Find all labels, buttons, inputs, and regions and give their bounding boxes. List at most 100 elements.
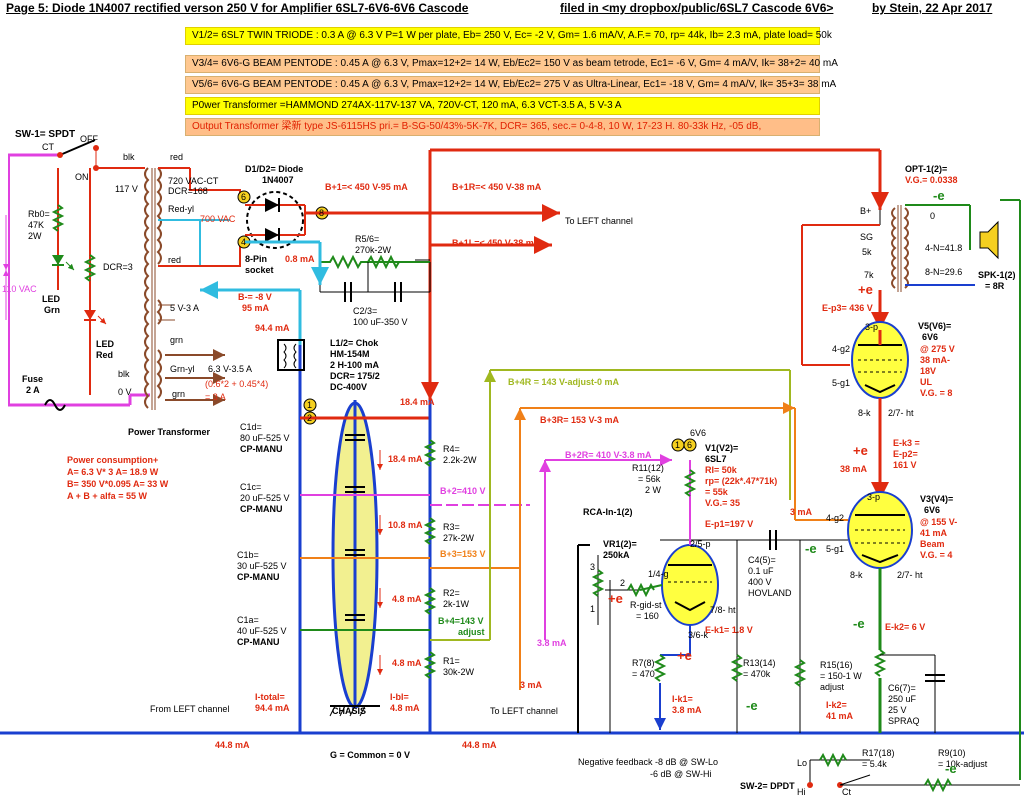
- v34-l5: Beam: [920, 539, 945, 549]
- pcons-l4: A + B + alfa = 55 W: [67, 491, 147, 501]
- opt-4n: 4-N=41.8: [925, 243, 962, 253]
- r9-l2: = 10k-adjust: [938, 759, 988, 769]
- bp3-label: B+3=153 V: [440, 549, 486, 559]
- led-green-l1: LED: [42, 294, 61, 304]
- vct-l1: 720 VAC-CT: [168, 176, 219, 186]
- c6-l3: 25 V: [888, 705, 907, 715]
- spec-v5v6: V5/6= 6V6-G BEAM PENTODE : 0.45 A @ 6.3 …: [185, 76, 836, 94]
- c1a-l3: CP-MANU: [237, 637, 280, 647]
- vr1-l1: VR1(2)=: [603, 539, 637, 549]
- heat-l2: = 3 A: [205, 392, 226, 402]
- l12-l1: L1/2= Chok: [330, 338, 379, 348]
- ma108-label: 10.8 mA: [388, 520, 423, 530]
- opt-8n: 8-N=29.6: [925, 267, 962, 277]
- v56-l1: V5(V6)=: [918, 321, 951, 331]
- opt-l2: V.G.= 0.0338: [905, 175, 957, 185]
- rca-label: RCA-In-1(2): [583, 507, 633, 517]
- c4-l1: C4(5)=: [748, 555, 776, 565]
- ma48a-label: 4.8 mA: [392, 594, 422, 604]
- c1b-l1: C1b=: [237, 550, 259, 560]
- me-ground: -e: [746, 698, 758, 713]
- blk2-label: blk: [118, 369, 130, 379]
- v1-grid: 1/4-g: [648, 569, 669, 579]
- spec-6sl7: V1/2= 6SL7 TWIN TRIODE : 0.3 A @ 6.3 V P…: [185, 27, 832, 45]
- r2-l2: 2k-1W: [443, 599, 470, 609]
- v12-l6: V.G.= 35: [705, 498, 740, 508]
- input-section: [577, 544, 663, 733]
- led-red: [84, 310, 107, 325]
- ek3-l1: E-k3 =: [893, 438, 920, 448]
- resistor-ladder: [300, 400, 437, 733]
- v34-g1: 5-g1: [826, 544, 844, 554]
- c1c-l2: 20 uF-525 V: [240, 493, 290, 503]
- dcr-resistor: [83, 254, 97, 282]
- r15-l2: = 150-1 W: [820, 671, 862, 681]
- l12-l5: DC-400V: [330, 382, 367, 392]
- pin8-l1: 8-Pin: [245, 254, 267, 264]
- c1c-l3: CP-MANU: [240, 504, 283, 514]
- pin-4: 4: [241, 237, 246, 247]
- v56-g2: 4-g2: [832, 344, 850, 354]
- me-v3-k: -e: [853, 616, 865, 631]
- to-left-1: To LEFT channel: [565, 216, 633, 226]
- v1-ht: 7/8- ht: [710, 605, 736, 615]
- ma448a-label: 44.8 mA: [215, 740, 250, 750]
- common-label: G = Common = 0 V: [330, 750, 410, 760]
- ek1-label: E-k1= 1.8 V: [705, 625, 753, 635]
- vct-l2: DCR=168: [168, 186, 208, 196]
- sw2-ct: Ct: [842, 787, 851, 795]
- opt-transformer: [801, 199, 1021, 780]
- v12-l3: RI= 50k: [705, 465, 738, 475]
- vac110-label: 110 VAC: [2, 284, 37, 294]
- v5-label: 5 V-3 A: [170, 303, 199, 313]
- v34-l1: V3(V4)=: [920, 494, 953, 504]
- ma38-label: 3.8 mA: [537, 638, 567, 648]
- v1-pin6: 6: [687, 440, 692, 450]
- ep1-label: E-p1=197 V: [705, 519, 753, 529]
- c6-l2: 250 uF: [888, 694, 917, 704]
- pin-8: 8: [319, 208, 324, 218]
- rgid-l2: = 160: [636, 611, 659, 621]
- sw1-label: SW-1= SPDT: [15, 129, 75, 140]
- c4-l4: HOVLAND: [748, 588, 792, 598]
- bp2r-label: B+2R= 410 V-3.8 mA: [565, 450, 652, 460]
- pin-6: 6: [241, 192, 246, 202]
- r7-l2: = 470: [632, 669, 655, 679]
- pin8-l2: socket: [245, 265, 274, 275]
- r56-l2: 270k-2W: [355, 245, 392, 255]
- pe-v3: +e: [853, 443, 868, 458]
- r56-l1: R5/6=: [355, 234, 379, 244]
- ibl-l2: 4.8 mA: [390, 703, 420, 713]
- pcons-l3: B= 350 V*0.095 A= 33 W: [67, 479, 169, 489]
- spec-v3v4: V3/4= 6V6-G BEAM PENTODE : 0.45 A @ 6.3 …: [185, 55, 838, 73]
- v34-ht: 2/7- ht: [897, 570, 923, 580]
- ek3-l2: E-p2=: [893, 449, 918, 459]
- ep3-label: E-p3= 436 V: [822, 303, 873, 313]
- me-v3-grid: -e: [805, 541, 817, 556]
- bp3r-label: B+3R= 153 V-3 mA: [540, 415, 620, 425]
- v56-k: 8-k: [858, 408, 871, 418]
- vr1-pin3: 3: [590, 562, 595, 572]
- vac700-label: 700 VAC: [200, 214, 236, 224]
- fuse-l1: Fuse: [22, 374, 43, 384]
- r9-l1: R9(10): [938, 748, 966, 758]
- v63-label: 6.3 V-3.5 A: [208, 364, 252, 374]
- v34-l2: 6V6: [924, 505, 940, 515]
- v56-pin3: 3-p: [865, 322, 878, 332]
- heat-l1: (0.6*2 + 0.45*4): [205, 379, 268, 389]
- vr1-pin2: 2: [620, 578, 625, 588]
- v34-g2: 4-g2: [826, 513, 844, 523]
- sw2-lo: Lo: [797, 758, 807, 768]
- ma48b-label: 4.8 mA: [392, 658, 422, 668]
- v56-l5: 18V: [920, 366, 936, 376]
- sw2-hi: Hi: [797, 787, 806, 795]
- r7-l1: R7(8): [632, 658, 655, 668]
- on-label: ON: [75, 172, 89, 182]
- r4-l1: R4=: [443, 444, 460, 454]
- c23-l2: 100 uF-350 V: [353, 317, 408, 327]
- bp2-label: B+2=410 V: [440, 486, 486, 496]
- c1b-l3: CP-MANU: [237, 572, 280, 582]
- heater-leads: [165, 349, 225, 406]
- opt-bplus: B+: [860, 206, 871, 216]
